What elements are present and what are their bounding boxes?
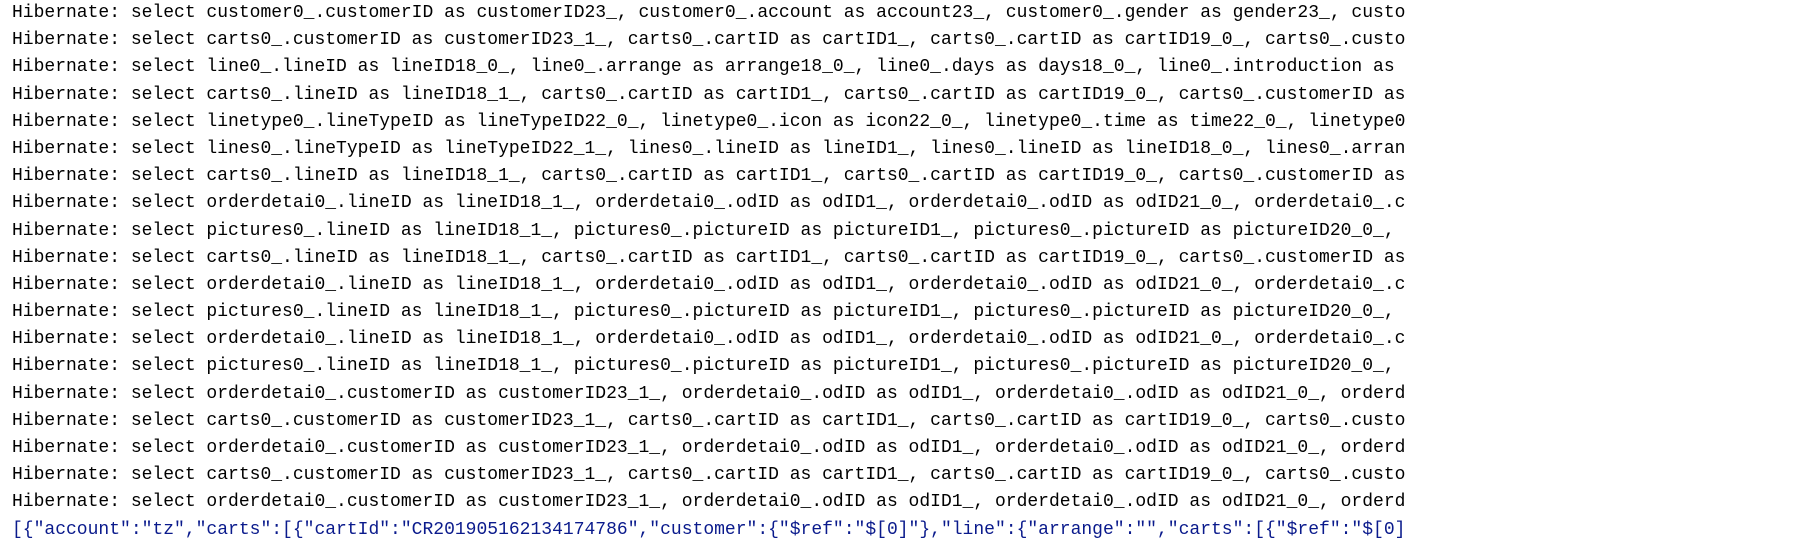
log-line: Hibernate: select orderdetai0_.lineID as… bbox=[12, 193, 1406, 214]
log-line: Hibernate: select carts0_.lineID as line… bbox=[12, 247, 1406, 268]
log-line: Hibernate: select customer0_.customerID … bbox=[12, 3, 1406, 23]
log-line: Hibernate: select carts0_.lineID as line… bbox=[12, 166, 1406, 187]
log-line: Hibernate: select pictures0_.lineID as l… bbox=[12, 302, 1406, 323]
log-line: Hibernate: select linetype0_.lineTypeID … bbox=[12, 111, 1406, 132]
log-line: Hibernate: select orderdetai0_.customerI… bbox=[12, 383, 1406, 404]
log-line: Hibernate: select pictures0_.lineID as l… bbox=[12, 356, 1406, 377]
log-line: Hibernate: select carts0_.customerID as … bbox=[12, 30, 1406, 51]
log-line: Hibernate: select carts0_.customerID as … bbox=[12, 410, 1406, 431]
log-line: Hibernate: select pictures0_.lineID as l… bbox=[12, 220, 1406, 241]
log-line: Hibernate: select carts0_.customerID as … bbox=[12, 465, 1406, 486]
log-line: Hibernate: select orderdetai0_.customerI… bbox=[12, 438, 1406, 458]
console-output: Hibernate: select customer0_.customerID … bbox=[12, 0, 1820, 546]
json-output-line: [{"account":"tz","carts":[{"cartId":"CR2… bbox=[12, 519, 1406, 540]
log-line: Hibernate: select line0_.lineID as lineI… bbox=[12, 57, 1406, 78]
log-line: Hibernate: select orderdetai0_.lineID as… bbox=[12, 329, 1406, 350]
log-line: Hibernate: select lines0_.lineTypeID as … bbox=[12, 138, 1406, 159]
log-line: Hibernate: select orderdetai0_.customerI… bbox=[12, 492, 1406, 513]
log-line: Hibernate: select orderdetai0_.lineID as… bbox=[12, 274, 1406, 295]
log-line: Hibernate: select carts0_.lineID as line… bbox=[12, 84, 1406, 105]
